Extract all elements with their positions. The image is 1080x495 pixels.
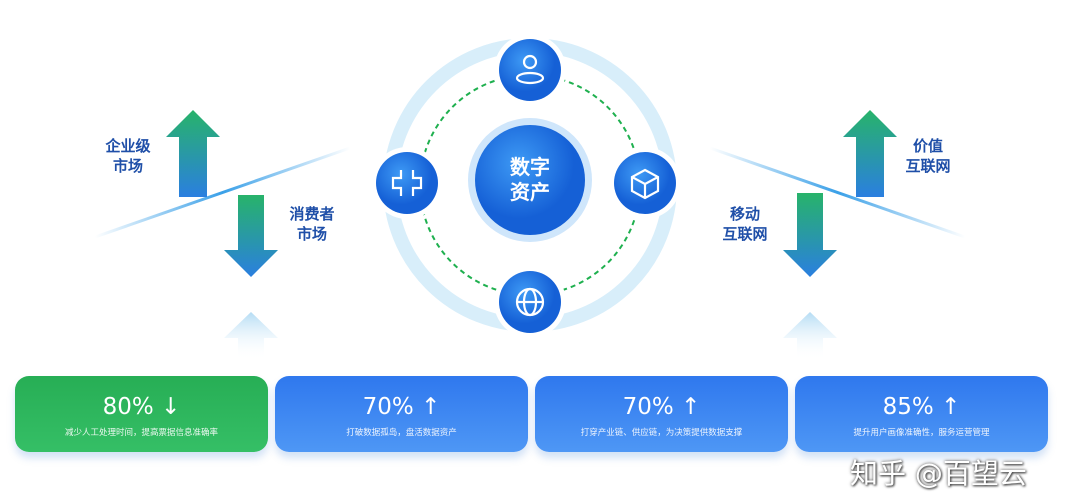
- label-enterprise-market: 企业级市场: [105, 137, 151, 175]
- stat-value: 70% ↑: [362, 394, 441, 420]
- cross-link-icon: [391, 170, 423, 196]
- stat-value: 70% ↑: [622, 394, 701, 420]
- stat-desc: 提升用户画像准确性，服务运营管理: [853, 428, 990, 438]
- stat-card: 80% ↓ 减少人工处理时间，提高票据信息准确率: [15, 376, 268, 452]
- up-arrow-right: [843, 110, 897, 197]
- watermark: 知乎 @百望云: [850, 457, 1027, 490]
- stat-desc: 打穿产业链、供应链，为决策提供数据支撑: [580, 428, 743, 438]
- stat-value: 85% ↑: [882, 394, 961, 420]
- globe-icon: [515, 287, 545, 317]
- node-top: [499, 39, 561, 101]
- stat-card: 85% ↑ 提升用户画像准确性，服务运营管理: [795, 376, 1048, 452]
- down-arrow-left: [224, 195, 278, 277]
- person-orbit-icon: [515, 54, 545, 85]
- stat-card: 70% ↑ 打穿产业链、供应链，为决策提供数据支撑: [535, 376, 788, 452]
- arrow-reflection: [224, 312, 278, 360]
- stat-value: 80% ↓: [102, 394, 181, 420]
- up-arrow-left: [166, 110, 220, 197]
- node-left: [376, 152, 438, 214]
- arrow-reflection: [783, 312, 837, 360]
- center-label: 数字 资产: [470, 155, 590, 205]
- label-consumer-market: 消费者市场: [289, 205, 335, 243]
- divider-line-left: [94, 146, 351, 239]
- center-circle: [475, 125, 585, 235]
- stat-card: 70% ↑ 打破数据孤岛，盘活数据资产: [275, 376, 528, 452]
- center-line1: 数字: [510, 155, 550, 179]
- box-icon: [630, 168, 660, 200]
- stat-desc: 打破数据孤岛，盘活数据资产: [346, 428, 457, 438]
- divider-line-right: [709, 146, 966, 239]
- label-value-internet: 价值互联网: [905, 137, 951, 175]
- diagram-graphic: [94, 34, 966, 360]
- node-circles: [371, 34, 681, 338]
- label-mobile-internet: 移动互联网: [722, 205, 768, 243]
- down-arrow-right: [783, 193, 837, 277]
- stat-desc: 减少人工处理时间，提高票据信息准确率: [64, 428, 218, 438]
- center-line2: 资产: [510, 180, 550, 204]
